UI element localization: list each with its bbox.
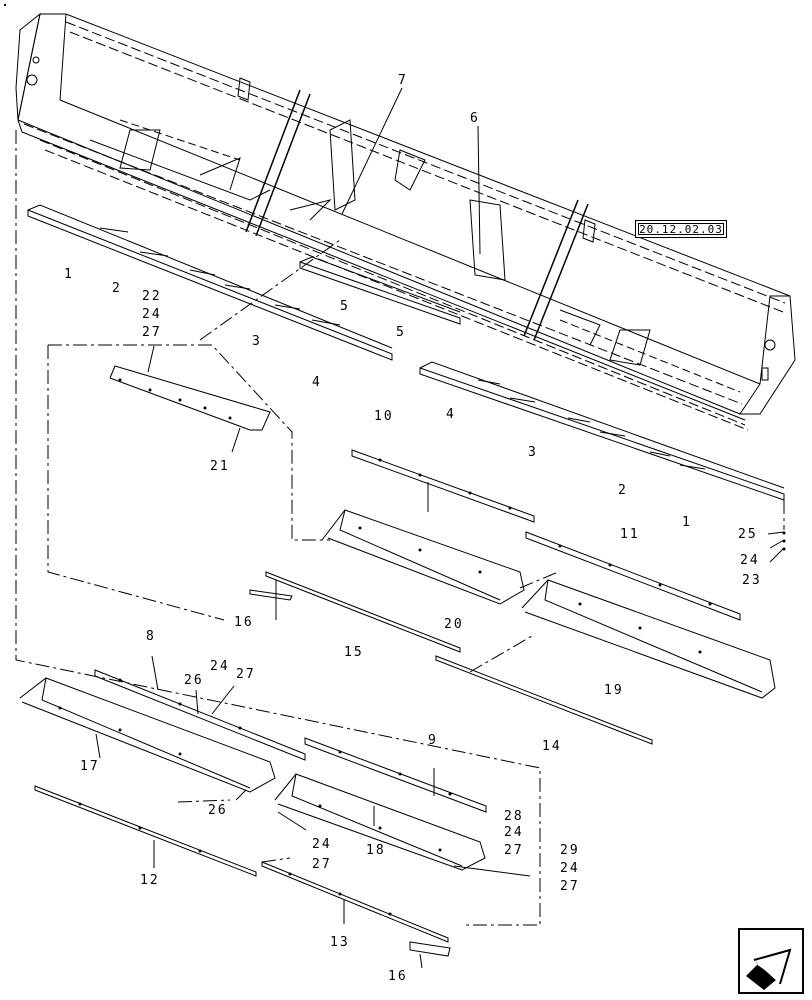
callout-9: 9 bbox=[428, 733, 438, 748]
bar-12 bbox=[34, 785, 257, 877]
bar-9 bbox=[304, 737, 487, 813]
callout-16: 16 bbox=[234, 615, 254, 630]
callout-4: 4 bbox=[446, 407, 456, 422]
callout-5: 5 bbox=[396, 325, 406, 340]
callout-4: 4 bbox=[312, 375, 322, 390]
callout-28: 28 bbox=[504, 809, 524, 824]
callout-16: 16 bbox=[388, 969, 408, 984]
callout-3: 3 bbox=[528, 445, 538, 460]
callout-24: 24 bbox=[560, 861, 580, 876]
callout-27: 27 bbox=[560, 879, 580, 894]
next-page-button[interactable] bbox=[738, 928, 804, 994]
callout-18: 18 bbox=[366, 843, 386, 858]
reference-link[interactable]: 20.12.02.03 bbox=[635, 220, 727, 238]
callout-24: 24 bbox=[740, 553, 760, 568]
callout-13: 13 bbox=[330, 935, 350, 950]
wear-strip-set-left bbox=[27, 204, 393, 361]
callout-24: 24 bbox=[504, 825, 524, 840]
callout-7: 7 bbox=[398, 73, 408, 88]
callout-26: 26 bbox=[208, 803, 228, 818]
callout-leaders bbox=[95, 87, 785, 969]
callout-1: 1 bbox=[682, 515, 692, 530]
pan-17 bbox=[19, 677, 276, 793]
callout-15: 15 bbox=[344, 645, 364, 660]
callout-2: 2 bbox=[112, 281, 122, 296]
bar-11 bbox=[525, 531, 741, 621]
callout-6: 6 bbox=[470, 111, 480, 126]
callout-27: 27 bbox=[312, 857, 332, 872]
bar-13 bbox=[261, 861, 451, 957]
callout-24: 24 bbox=[210, 659, 230, 674]
callout-27: 27 bbox=[504, 843, 524, 858]
callout-labels: 1 2 3 4 5 5 6 7 22 24 27 21 4 3 2 1 10 1… bbox=[64, 73, 762, 984]
callout-23: 23 bbox=[742, 573, 762, 588]
callout-25: 25 bbox=[738, 527, 758, 542]
header-frame bbox=[15, 12, 796, 431]
callout-24: 24 bbox=[312, 837, 332, 852]
callout-12: 12 bbox=[140, 873, 160, 888]
next-page-arrow-icon bbox=[746, 948, 792, 990]
callout-20: 20 bbox=[444, 617, 464, 632]
callout-22: 22 bbox=[142, 289, 162, 304]
pan-20 bbox=[321, 509, 525, 605]
plate-21 bbox=[109, 365, 271, 431]
callout-21: 21 bbox=[210, 459, 230, 474]
callout-10: 10 bbox=[374, 409, 394, 424]
callout-27: 27 bbox=[142, 325, 162, 340]
callout-24: 24 bbox=[142, 307, 162, 322]
callout-5: 5 bbox=[340, 299, 350, 314]
pan-18 bbox=[274, 773, 486, 871]
callout-27: 27 bbox=[236, 667, 256, 682]
callout-8: 8 bbox=[146, 629, 156, 644]
wear-strip-set-right bbox=[419, 361, 785, 501]
callout-29: 29 bbox=[560, 843, 580, 858]
callout-3: 3 bbox=[252, 334, 262, 349]
fastener-dots bbox=[58, 378, 786, 916]
wear-strip-5 bbox=[299, 256, 461, 325]
callout-11: 11 bbox=[620, 527, 640, 542]
corner-mark bbox=[4, 4, 6, 6]
callout-2: 2 bbox=[618, 483, 628, 498]
bar-15 bbox=[249, 571, 461, 653]
bar-14 bbox=[435, 655, 653, 745]
callout-17: 17 bbox=[80, 759, 100, 774]
callout-14: 14 bbox=[542, 739, 562, 754]
callout-1: 1 bbox=[64, 267, 74, 282]
leader-lines bbox=[15, 130, 785, 926]
bar-8 bbox=[94, 669, 306, 761]
callout-19: 19 bbox=[604, 683, 624, 698]
callout-26: 26 bbox=[184, 673, 204, 688]
bar-10 bbox=[351, 449, 535, 523]
pan-19 bbox=[521, 579, 776, 699]
